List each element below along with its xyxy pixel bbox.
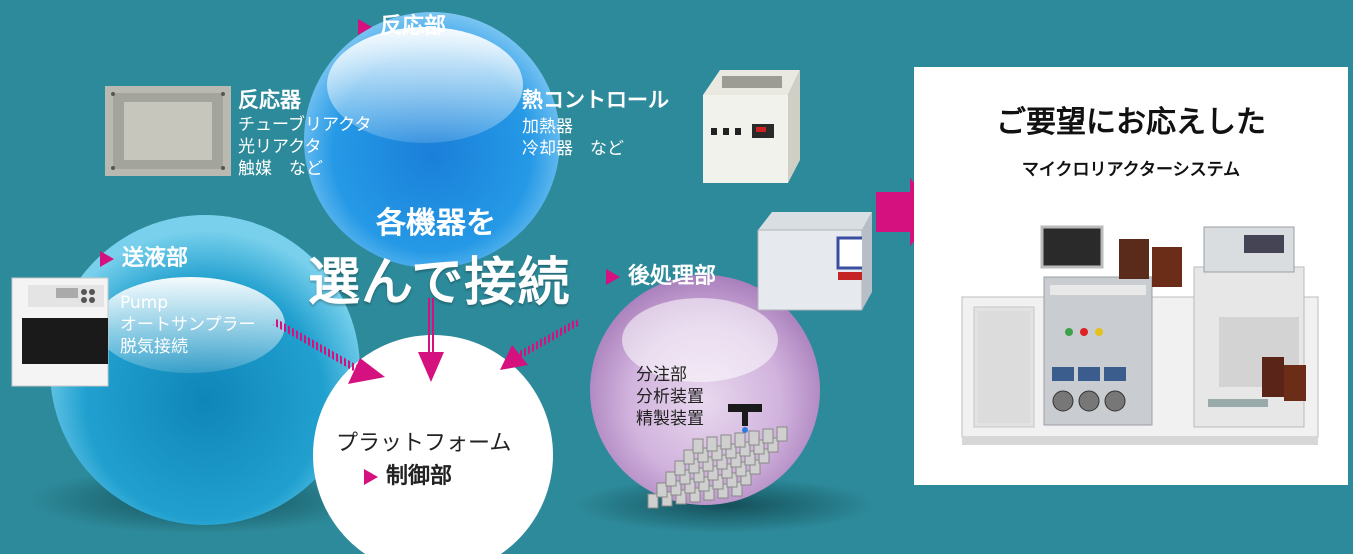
vial (748, 430, 760, 446)
system-panel-title: ご要望にお応えした (996, 105, 1266, 140)
triangle-marker-icon (100, 251, 114, 267)
heat-control-items: 加熱器 冷却器 など (522, 116, 624, 160)
sphere-reaction-highlight (327, 27, 523, 143)
vial (647, 493, 659, 509)
feed-item: オートサンプラー (120, 315, 256, 335)
shadow-post (575, 477, 875, 533)
reactor-item: チューブリアクタ (238, 115, 372, 135)
heat-controller-image (703, 70, 800, 183)
sphere-feed-highlight (95, 277, 285, 373)
post-item: 分注部 (636, 365, 687, 385)
feed-item: 脱気接続 (120, 337, 188, 357)
vial (720, 434, 732, 450)
center-message-line1: 各機器を (376, 206, 496, 241)
feed-items: Pump オートサンプラー 脱気接続 (120, 292, 256, 358)
vial (683, 449, 695, 465)
microreactor-system-image (961, 225, 1319, 445)
reaction-heading: 反応部 (358, 8, 446, 40)
post-heading: 後処理部 (606, 258, 716, 290)
pump-image (11, 277, 109, 387)
post-item: 精製装置 (636, 409, 704, 429)
reactor-item: 触媒 など (238, 159, 323, 179)
vial (674, 460, 686, 476)
sphere-post-highlight (622, 298, 778, 382)
heat-control-title: 熱コントロール (522, 88, 669, 112)
system-panel: ご要望にお応えした マイクロリアクターシステム (914, 67, 1348, 485)
vial (734, 432, 746, 448)
post-items: 分注部 分析装置 精製装置 (636, 364, 704, 430)
triangle-marker-icon (364, 469, 378, 485)
platform-sub: 制御部 (364, 458, 452, 490)
arrow-center-to-platform (418, 298, 444, 382)
arrow-post-to-platform (500, 318, 580, 370)
triangle-marker-icon (606, 269, 620, 285)
platform-circle (313, 335, 553, 554)
vial (656, 482, 668, 498)
post-item: 分析装置 (636, 387, 704, 407)
system-panel-subtitle: マイクロリアクターシステム (1021, 160, 1241, 180)
reactor-items: チューブリアクタ 光リアクタ 触媒 など (238, 114, 371, 180)
center-message-line2: 選んで接続 (308, 253, 571, 313)
vial-array-image (647, 404, 788, 509)
heat-control-item: 冷却器 など (522, 139, 624, 159)
arrow-feed-to-platform (273, 318, 385, 384)
reactor-title: 反応器 (238, 88, 301, 112)
triangle-marker-icon (358, 19, 372, 35)
heat-control-item: 加熱器 (522, 117, 573, 137)
feed-item: Pump (120, 293, 169, 313)
post-heading-text: 後処理部 (628, 264, 717, 289)
platform-sub-text: 制御部 (386, 464, 453, 489)
feed-heading: 送液部 (100, 240, 188, 272)
feed-heading-text: 送液部 (122, 246, 189, 271)
analyzer-image (757, 212, 872, 311)
vial (762, 428, 774, 444)
reaction-heading-text: 反応部 (380, 14, 447, 39)
vial (706, 436, 718, 452)
vial (776, 426, 788, 442)
platform-title: プラットフォーム (336, 431, 512, 456)
vial (665, 471, 677, 487)
reactor-item: 光リアクタ (238, 137, 322, 157)
vial (692, 438, 704, 454)
reactor-device-image (105, 86, 231, 176)
